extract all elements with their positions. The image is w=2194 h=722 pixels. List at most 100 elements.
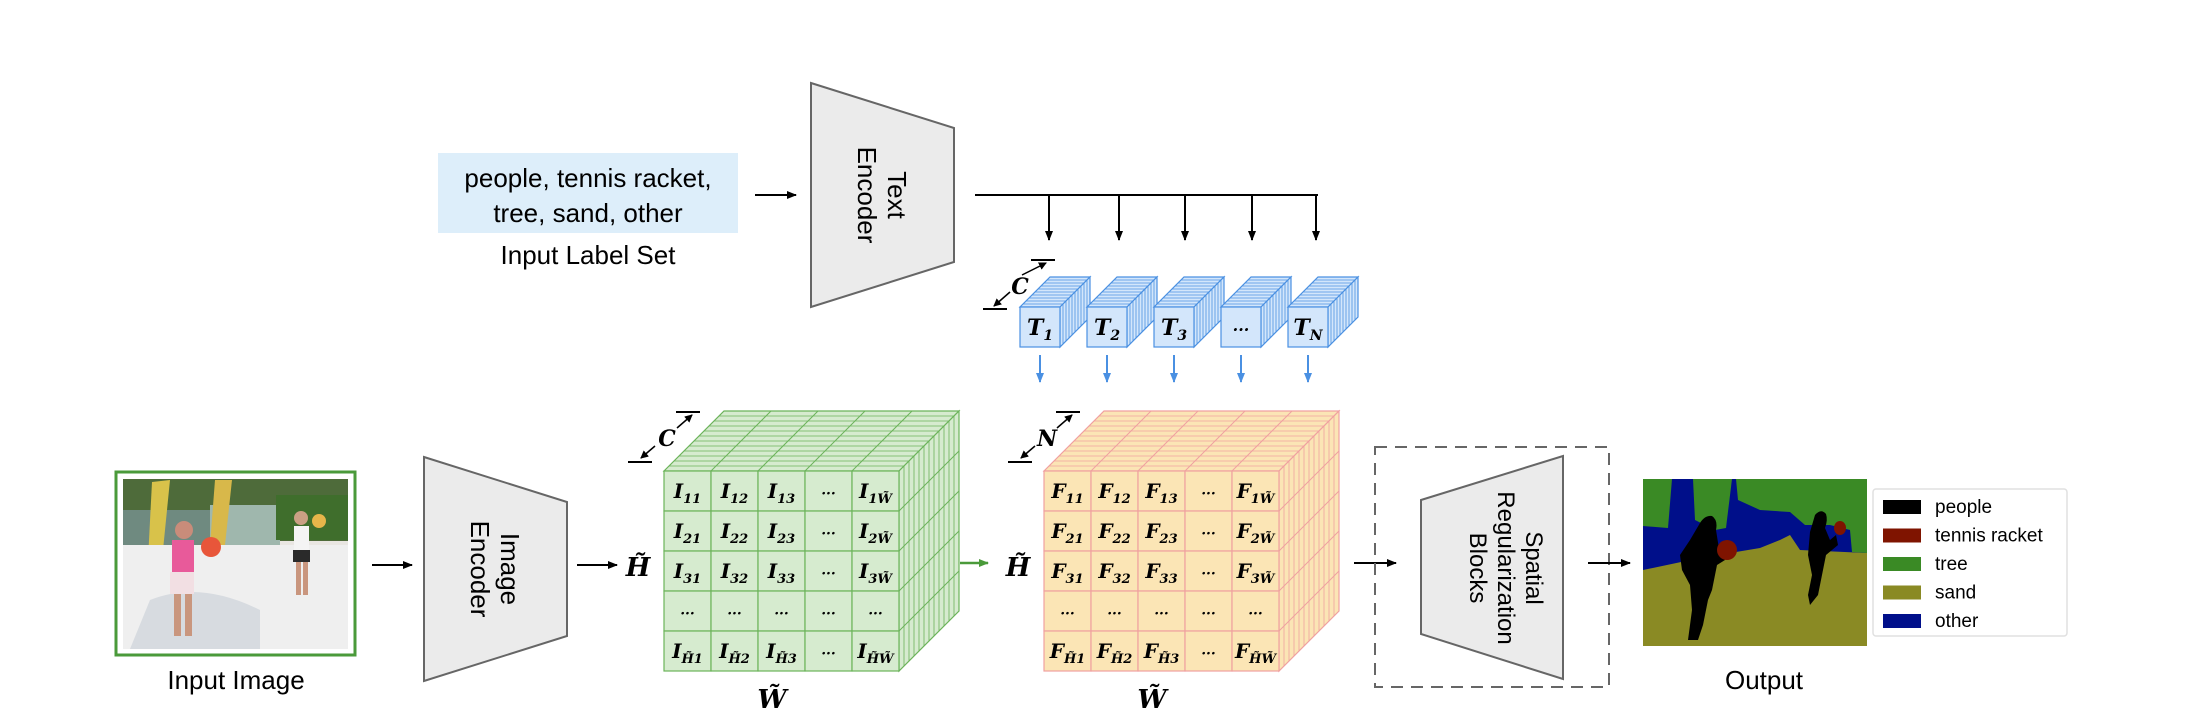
output-caption: Output: [1725, 665, 1804, 695]
spatial-trapezoid: [1420, 454, 1564, 681]
cube-cell-label: ···: [1060, 606, 1075, 622]
text-token-block: T2: [1085, 275, 1159, 349]
cube-cell-label: ···: [1201, 646, 1216, 662]
cube-cell-label: F32: [1097, 559, 1130, 587]
cube-cell: [757, 630, 806, 672]
cube-cell-label: I32: [720, 559, 748, 587]
cube-cell-label: I33: [767, 559, 795, 587]
cube-cell-label: I1W̃: [858, 479, 893, 507]
cube-cell-label: F31: [1050, 559, 1083, 587]
token-depth-label: C: [1011, 274, 1029, 300]
cube-cell-label: FH̃2: [1096, 639, 1133, 667]
cube-cell: [1043, 590, 1092, 632]
fused-cube-depth-label: N: [1036, 426, 1058, 452]
cube-cell-label: IH̃1: [671, 639, 703, 667]
seg-person-2: [1808, 511, 1838, 605]
legend-swatch: [1883, 557, 1921, 571]
cube-cell: [1090, 470, 1139, 512]
cube-cell: [1137, 470, 1186, 512]
text-token-block: ···: [1219, 275, 1293, 349]
cube-cell: [1137, 630, 1186, 672]
cube-cell: [710, 630, 759, 672]
dim-arrow-down: [1020, 445, 1036, 459]
fused-cube-height-label: H̃: [1005, 552, 1032, 583]
token-front-face: [1220, 306, 1262, 348]
cube-cell-label: ···: [1201, 606, 1216, 622]
token-front-face: [1287, 306, 1329, 348]
cube-cell: [804, 510, 853, 552]
legend-item: sand: [1883, 583, 1976, 604]
cube-cell-label: ···: [680, 606, 695, 622]
legend-swatch: [1883, 528, 1921, 543]
token-label: T2: [1094, 315, 1120, 344]
token-label: ···: [1233, 320, 1250, 339]
dim-arrow-up: [1021, 262, 1047, 276]
spatial-label3: Blocks: [1464, 533, 1491, 604]
fused-cube-depth-dimension: N: [1008, 411, 1080, 463]
legend-item: other: [1883, 611, 1979, 632]
cube-cell: [851, 510, 900, 552]
spatial-regularization-block: Spatial Regularization Blocks: [1374, 446, 1610, 688]
label-set-box: [438, 153, 738, 233]
cube-cell-label: I2W̃: [858, 519, 893, 547]
legend-item: people: [1883, 497, 1992, 518]
cube-cell: [663, 590, 712, 632]
legend-item: tree: [1883, 554, 1968, 575]
cube-cell-label: ···: [821, 486, 836, 502]
cube-cell-label: IH̃3: [765, 639, 797, 667]
dim-arrow-up: [676, 414, 693, 429]
cube-cell-label: ···: [1248, 606, 1263, 622]
cube-cell: [1137, 550, 1186, 592]
cube-cell-label: I21: [673, 519, 701, 547]
legend-label: tennis racket: [1935, 526, 2043, 547]
dim-arrow-down: [640, 445, 656, 459]
legend-label: other: [1935, 611, 1979, 632]
seg-tree-right: [1736, 479, 1867, 553]
cube-cell-label: F22: [1097, 519, 1130, 547]
text-encoder: Text Encoder: [810, 81, 955, 309]
image-cube-depth-label: C: [658, 426, 676, 452]
cube-cell-label: I13: [767, 479, 795, 507]
text-encoder-label1: Text: [882, 171, 912, 219]
cube-cell: [1137, 510, 1186, 552]
cube-cell-label: F2W̃: [1236, 519, 1276, 547]
cube-cell: [757, 550, 806, 592]
input-image-caption: Input Image: [167, 665, 304, 695]
cube-cell: [663, 470, 712, 512]
cube-cell: [1043, 470, 1092, 512]
spatial-label2: Regularization: [1492, 491, 1519, 644]
legend-swatch: [1883, 585, 1921, 600]
cube-cell-label: I22: [720, 519, 748, 547]
cube-cell-label: F12: [1097, 479, 1130, 507]
seg-tree-mid: [1693, 479, 1732, 530]
fused-cube-width-label: W̃: [1137, 684, 1169, 715]
image-cube-width-label: W̃: [757, 684, 789, 715]
cube-cell-label: ···: [1201, 486, 1216, 502]
cube-cell: [1043, 630, 1092, 672]
cube-cell: [851, 470, 900, 512]
spatial-dashed-box: [1374, 446, 1610, 688]
legend-label: people: [1935, 497, 1992, 518]
cube-cell-label: ···: [727, 606, 742, 622]
cube-cell-label: F13: [1144, 479, 1177, 507]
token-label: TN: [1293, 315, 1323, 344]
cube-cell-label: ···: [1107, 606, 1122, 622]
cube-cell: [757, 470, 806, 512]
label-set-line2: tree, sand, other: [493, 198, 683, 228]
cube-cell: [663, 630, 712, 672]
cube-cell: [1231, 550, 1280, 592]
cube-cell-label: F33: [1144, 559, 1177, 587]
cube-cell: [851, 630, 900, 672]
text-broadcast-arrows: [975, 194, 1320, 241]
image-cube-depth-dimension: C: [628, 411, 700, 463]
image-encoder: Image Encoder: [423, 455, 568, 683]
cube-cell-label: FH̃1: [1049, 639, 1086, 667]
cube-cell: [757, 510, 806, 552]
cube-cell: [1043, 550, 1092, 592]
cube-cell: [851, 550, 900, 592]
cube-cell-label: ···: [868, 606, 883, 622]
legend-swatch: [1883, 500, 1921, 514]
cube-cell: [710, 550, 759, 592]
cube-cell: [804, 630, 853, 672]
